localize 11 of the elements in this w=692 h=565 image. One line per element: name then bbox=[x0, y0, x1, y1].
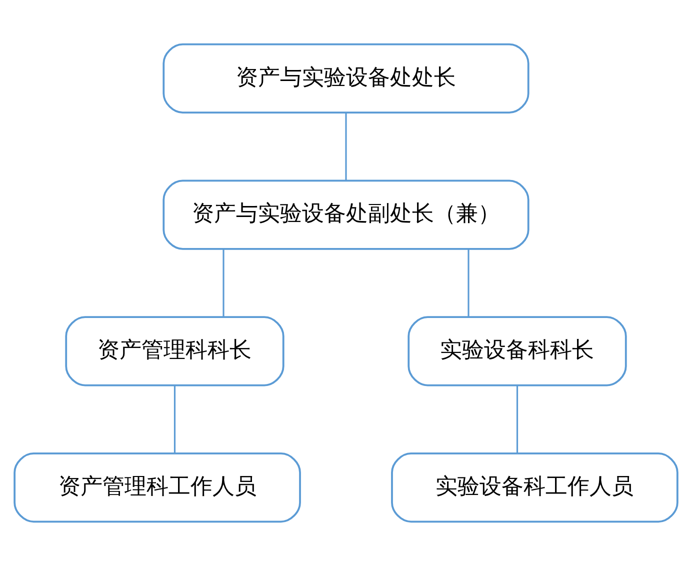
connector bbox=[516, 385, 518, 453]
connector bbox=[345, 112, 347, 180]
connector bbox=[222, 248, 224, 316]
connector bbox=[468, 248, 470, 316]
node-box: 实验设备科工作人员 bbox=[391, 452, 678, 522]
node-box: 资产管理科科长 bbox=[65, 316, 284, 386]
node-box: 资产管理科工作人员 bbox=[14, 452, 301, 522]
node-box: 实验设备科科长 bbox=[408, 316, 627, 386]
node-box: 资产与实验设备处处长 bbox=[162, 42, 530, 113]
connector bbox=[174, 385, 176, 453]
node-box: 资产与实验设备处副处长（兼） bbox=[162, 179, 530, 250]
